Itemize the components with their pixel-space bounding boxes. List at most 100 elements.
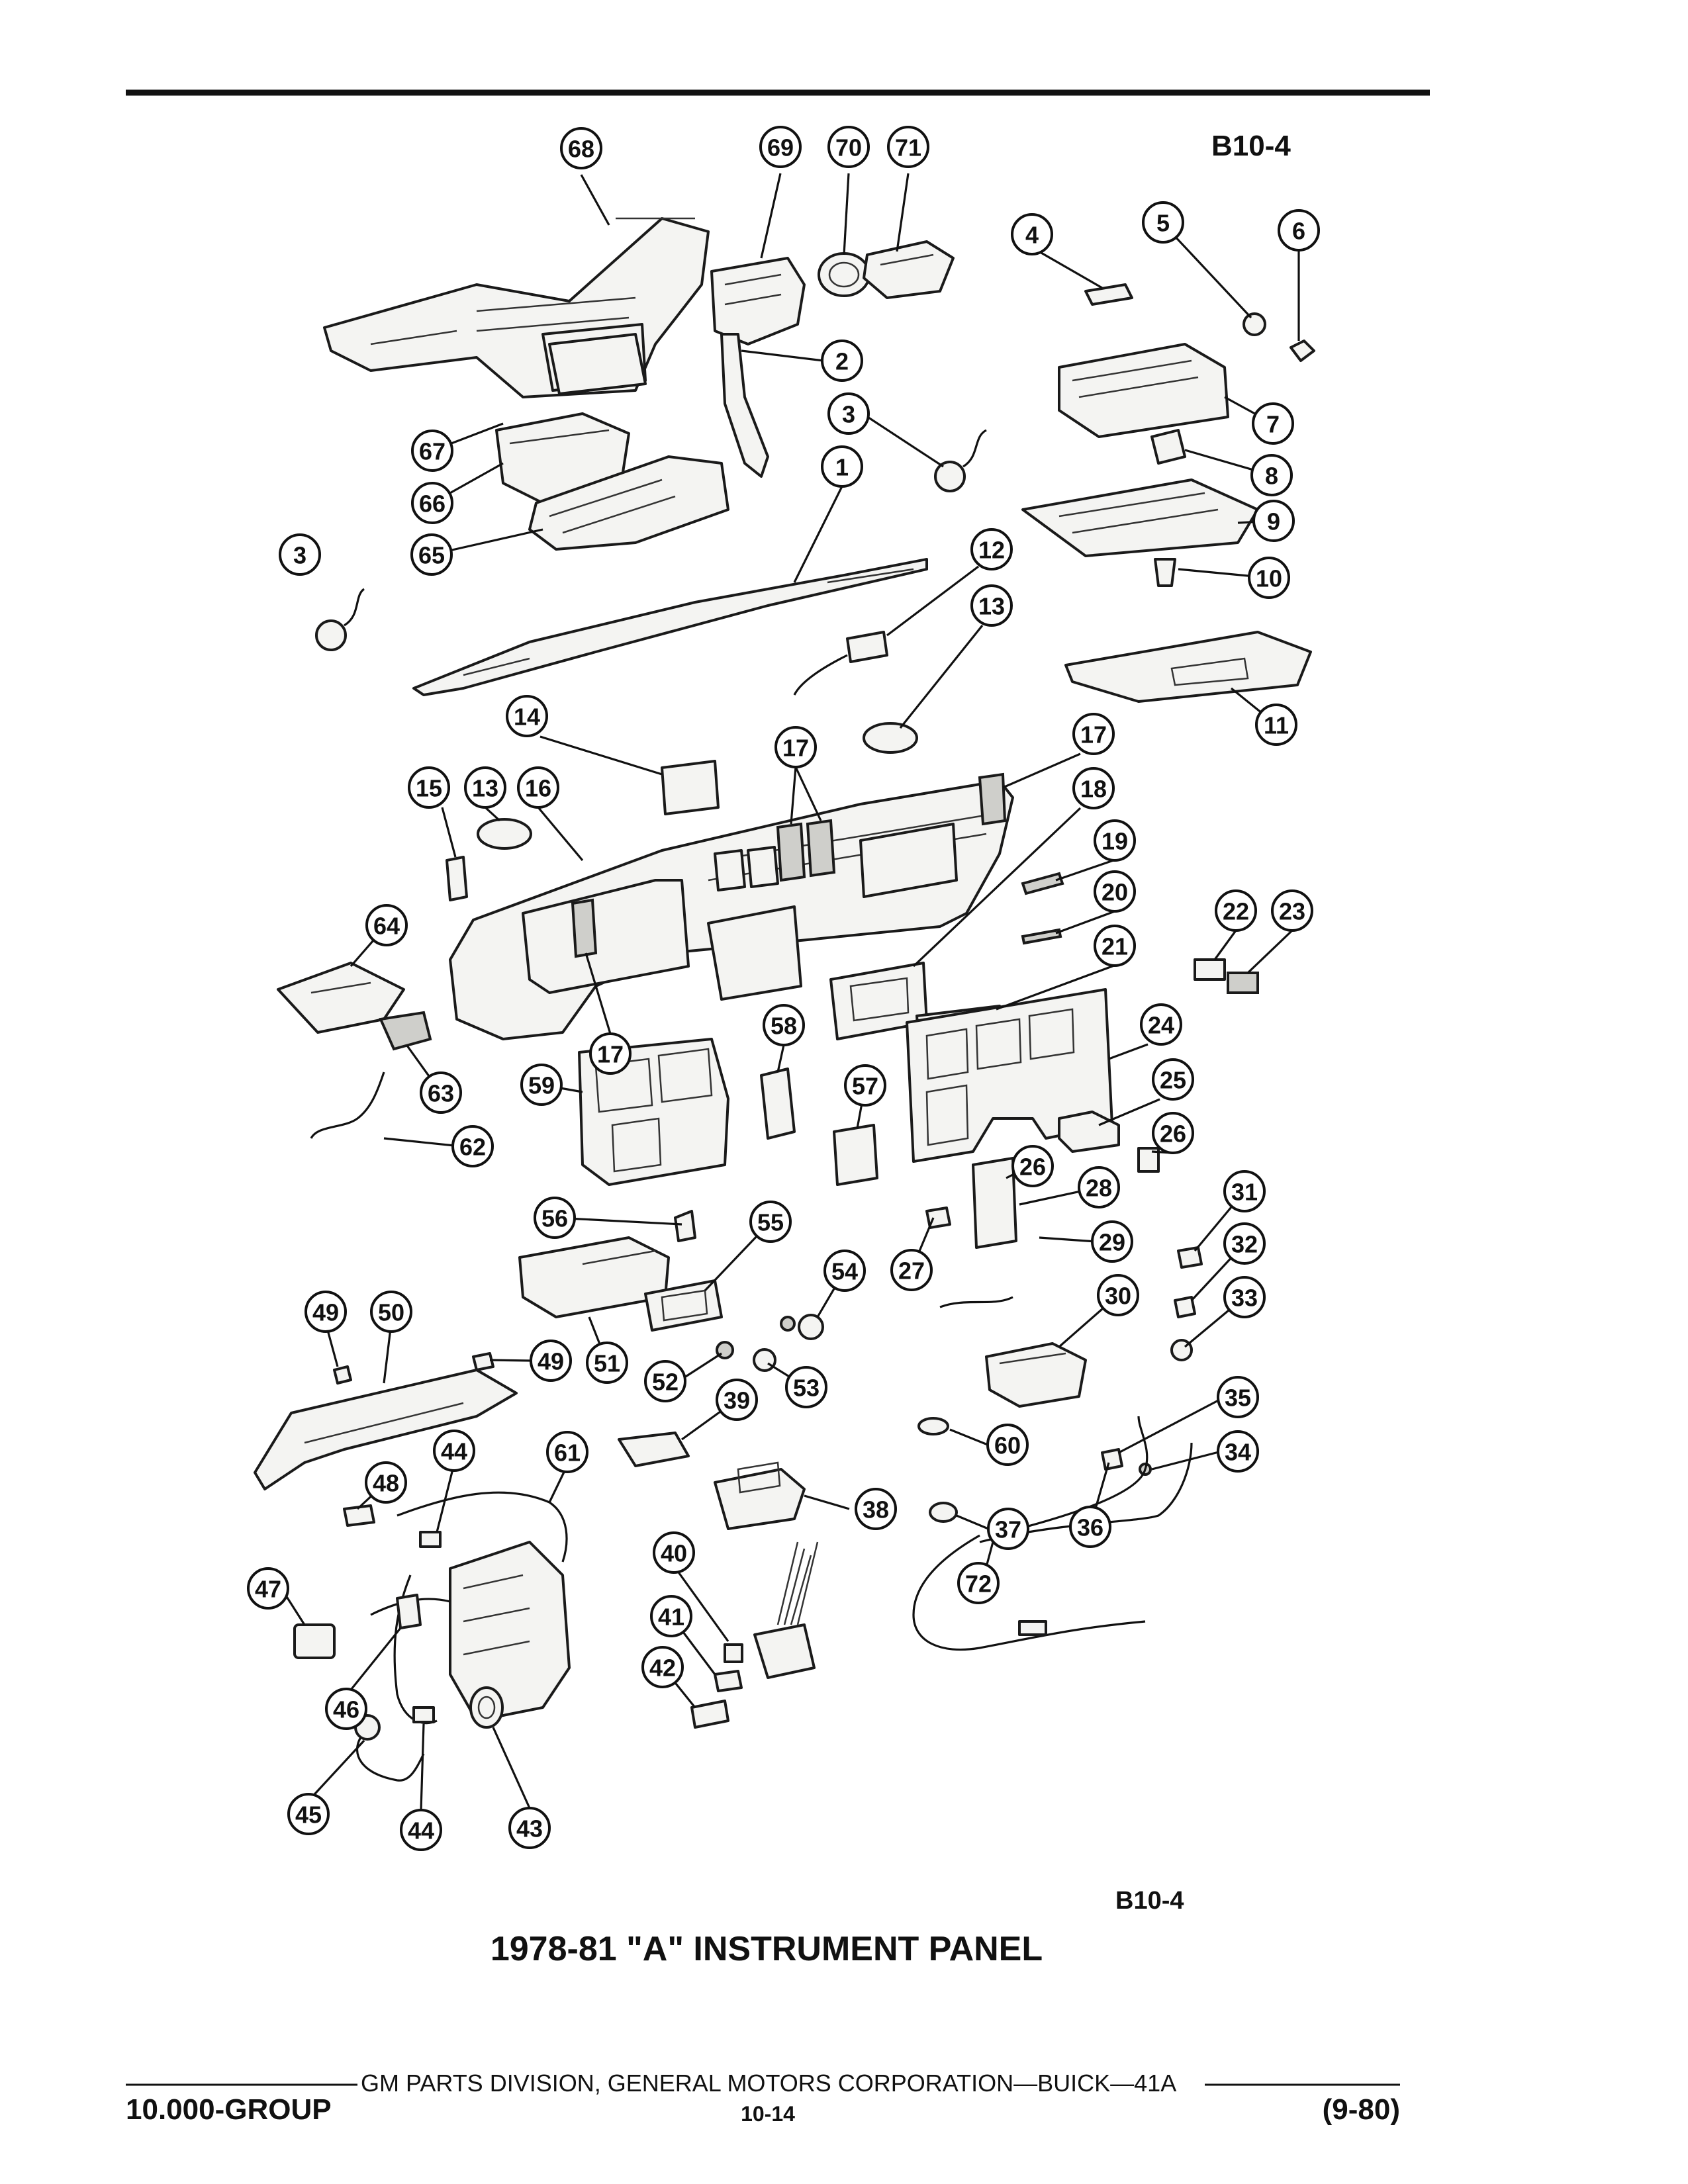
part-12-switch [793, 631, 888, 696]
callout-number: 69 [767, 134, 794, 161]
callout-number: 27 [898, 1257, 925, 1285]
callout-number: 20 [1102, 879, 1128, 906]
part-59-vent-housing [578, 1038, 729, 1186]
callout-circle [1255, 704, 1297, 746]
callout-2: 2 [821, 340, 863, 382]
part-35-clip [1101, 1448, 1123, 1471]
part-27-clip [925, 1206, 951, 1229]
part-11-trim-plate [1064, 631, 1312, 703]
callout-number: 32 [1231, 1231, 1258, 1258]
callout-number: 55 [757, 1209, 784, 1236]
callout-number: 8 [1265, 463, 1278, 490]
callout-circle [986, 1424, 1029, 1466]
callout-26: 26 [1011, 1145, 1054, 1187]
callout-14: 14 [506, 695, 548, 737]
callout-number: 40 [661, 1540, 687, 1567]
part-23-lighter-knob [1227, 972, 1259, 994]
callout-33: 33 [1223, 1276, 1266, 1318]
part-49-clip-right [472, 1352, 494, 1371]
part-4-clip [1084, 283, 1133, 306]
part-58-vent [760, 1068, 796, 1140]
footer-date: (9-80) [1323, 2093, 1400, 2126]
part-2-bracket [720, 333, 769, 478]
callout-number: 13 [472, 775, 498, 802]
callout-number: 52 [652, 1369, 679, 1396]
callout-circle [1252, 500, 1295, 542]
callout-20: 20 [1094, 870, 1136, 913]
callout-circle [827, 392, 870, 435]
part-3-lamp-socket-left [315, 588, 365, 651]
callout-circle [325, 1688, 367, 1730]
callout-17: 17 [774, 726, 817, 768]
callout-number: 17 [1080, 721, 1107, 749]
part-7-glove-box [1058, 343, 1229, 438]
callout-circle [517, 766, 559, 809]
callout-36: 36 [1069, 1506, 1111, 1548]
callout-3: 3 [279, 533, 321, 576]
callout-number: 64 [373, 913, 400, 940]
callout-6: 6 [1278, 209, 1320, 251]
callout-30: 30 [1097, 1274, 1139, 1316]
callout-circle [370, 1291, 412, 1333]
diagram-title: 1978-81 "A" INSTRUMENT PANEL [491, 1930, 1043, 1968]
callout-circle [644, 1360, 686, 1402]
callout-number: 43 [516, 1815, 543, 1843]
callout-number: 19 [1102, 828, 1128, 855]
part-wiring-harness-center [753, 1541, 819, 1679]
part-69-vent-housing [710, 257, 806, 345]
callout-63: 63 [420, 1071, 462, 1114]
callout-32: 32 [1223, 1222, 1266, 1265]
callout-number: 3 [293, 542, 306, 569]
callout-12: 12 [970, 528, 1013, 570]
callout-circle [716, 1379, 758, 1421]
callout-35: 35 [1217, 1376, 1259, 1418]
part-20-lens [1021, 928, 1062, 945]
callout-circle [1223, 1222, 1266, 1265]
callout-number: 36 [1077, 1514, 1103, 1541]
callout-39: 39 [716, 1379, 758, 1421]
callout-circle [774, 726, 817, 768]
callout-circle [650, 1595, 692, 1637]
callout-circle [1217, 1376, 1259, 1418]
callout-40: 40 [653, 1531, 695, 1574]
callout-number: 58 [771, 1013, 797, 1040]
callout-3: 3 [827, 392, 870, 435]
part-57-bezel [833, 1124, 878, 1186]
part-54-knob [798, 1314, 824, 1340]
callout-49: 49 [530, 1340, 572, 1382]
part-1-instrument-panel-pad [412, 558, 928, 696]
part-17-vent-b [806, 819, 836, 878]
callout-number: 66 [419, 490, 445, 518]
callout-42: 42 [641, 1646, 684, 1688]
callout-circle [520, 1064, 563, 1106]
callout-number: 3 [842, 401, 855, 428]
callout-28: 28 [1078, 1166, 1120, 1208]
callout-number: 16 [525, 775, 551, 802]
part-68-air-duct [323, 217, 710, 398]
callout-circle [1152, 1058, 1194, 1101]
part-13-speaker [863, 722, 918, 754]
part-67-bezel [548, 333, 647, 395]
callout-72: 72 [957, 1562, 1000, 1604]
callout-circle [279, 533, 321, 576]
callout-circle [464, 766, 506, 809]
callout-circle [411, 430, 453, 472]
part-30-heater-control [939, 1296, 1087, 1408]
callout-23: 23 [1271, 889, 1313, 932]
callout-number: 33 [1231, 1285, 1258, 1312]
callout-number: 18 [1080, 776, 1107, 803]
part-32-clip [1174, 1296, 1196, 1318]
callout-18: 18 [1072, 767, 1115, 809]
callout-number: 7 [1266, 411, 1280, 438]
part-10-bumper [1154, 558, 1176, 587]
callout-circle [759, 126, 802, 168]
callout-circle [970, 528, 1013, 570]
diagram-code-bottom: B10-4 [1115, 1887, 1184, 1915]
part-44-connector [419, 1531, 442, 1548]
callout-circle [1142, 201, 1184, 244]
part-37-socket [929, 1502, 958, 1523]
callout-circle [887, 126, 929, 168]
callout-number: 37 [995, 1516, 1021, 1543]
callout-65: 65 [410, 533, 453, 576]
